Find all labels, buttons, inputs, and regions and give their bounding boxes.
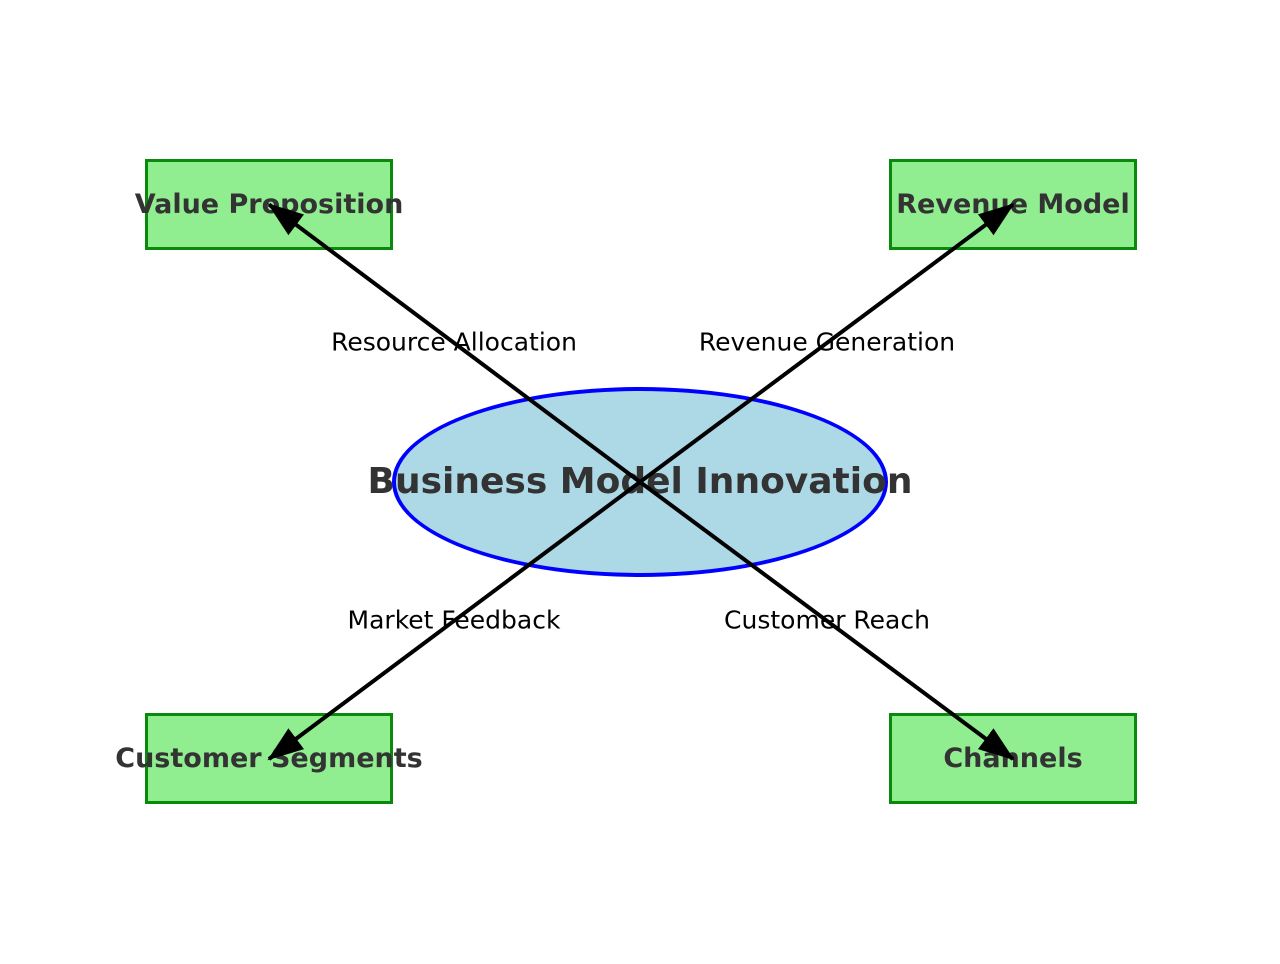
node-value-proposition-label: Value Proposition bbox=[134, 189, 404, 220]
node-revenue-model-label: Revenue Model bbox=[896, 189, 1130, 220]
node-channels: Channels bbox=[889, 713, 1137, 804]
node-value-proposition: Value Proposition bbox=[135, 159, 403, 250]
edge-label-revenue-generation: Revenue Generation bbox=[698, 327, 956, 357]
node-customer-segments-label: Customer Segments bbox=[115, 743, 423, 774]
edge-label-market-feedback: Market Feedback bbox=[347, 605, 561, 635]
node-customer-segments: Customer Segments bbox=[115, 713, 423, 804]
node-revenue-model: Revenue Model bbox=[889, 159, 1137, 250]
edge-label-customer-reach: Customer Reach bbox=[724, 605, 930, 635]
center-node-label: Business Model Innovation bbox=[367, 461, 913, 502]
center-node-ellipse: Business Model Innovation bbox=[368, 387, 912, 577]
node-channels-label: Channels bbox=[943, 743, 1083, 774]
edge-label-resource-allocation: Resource Allocation bbox=[331, 327, 577, 357]
